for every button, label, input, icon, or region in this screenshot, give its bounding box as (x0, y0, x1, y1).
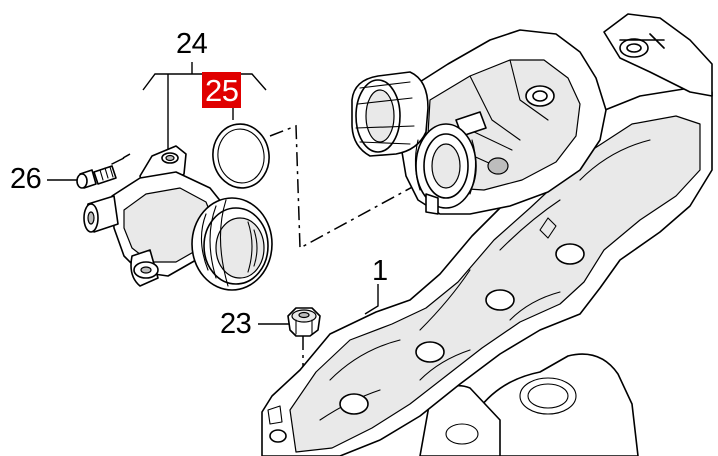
part-label-24[interactable]: 24 (176, 28, 208, 60)
bolt (76, 165, 117, 189)
exhaust-manifold-turbo (261, 13, 713, 456)
part-label-25[interactable]: 25 (202, 72, 242, 108)
part-label-23[interactable]: 23 (220, 308, 252, 340)
part-label-1[interactable]: 1 (372, 255, 388, 287)
leader-lines (47, 62, 379, 325)
part-label-26[interactable]: 26 (10, 163, 42, 195)
coolant-pipe-fitting (83, 145, 273, 291)
nut (287, 307, 321, 337)
o-ring (212, 123, 270, 189)
